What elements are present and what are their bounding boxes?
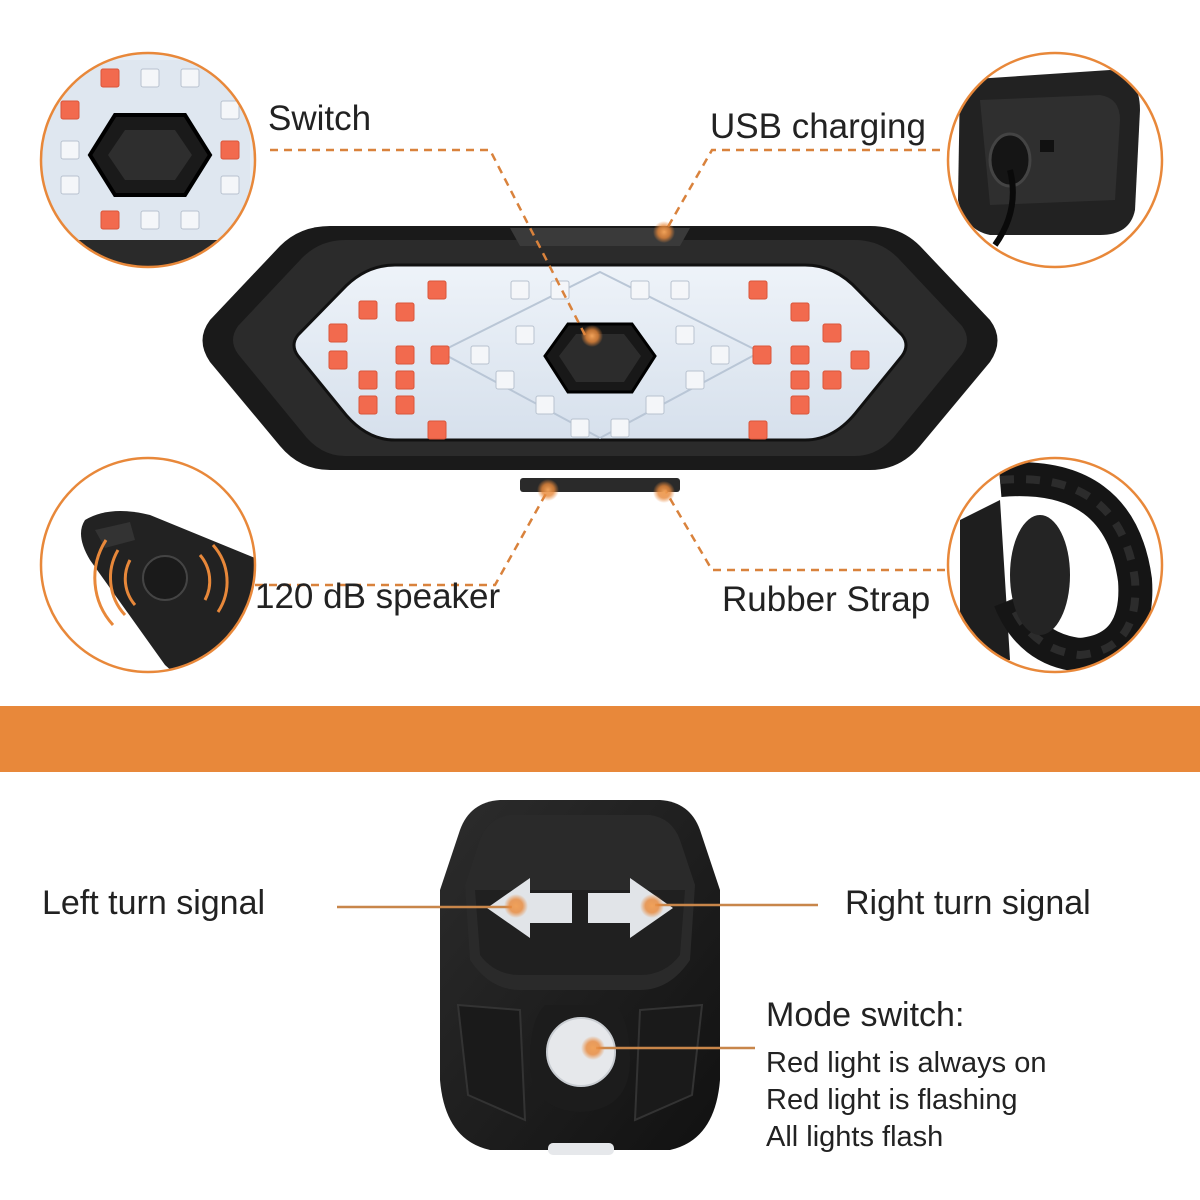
led [60,175,80,195]
led [328,350,348,370]
led [60,140,80,160]
strap-hotspot [653,481,675,503]
led [670,280,690,300]
speaker-detail-circle [39,456,257,674]
led [630,280,650,300]
rubber-strap-label: Rubber Strap [722,580,931,619]
speaker-leader-line [255,489,550,587]
led [685,370,705,390]
remote-control [440,800,720,1155]
strap-leader-line [663,489,945,572]
led [790,302,810,322]
strap-detail-circle [946,456,1164,674]
led [570,418,590,438]
led [752,345,772,365]
led [470,345,490,365]
remote-leader-lines [337,903,818,1050]
led [220,175,240,195]
mode-item: Red light is flashing [766,1084,1018,1116]
led [675,325,695,345]
speaker-hotspot [537,479,559,501]
mode-switch-title: Mode switch: [766,996,965,1034]
led [100,210,120,230]
led [535,395,555,415]
led [510,280,530,300]
led [395,395,415,415]
usb-charging-label: USB charging [710,107,926,146]
led [790,395,810,415]
mode-hotspot [581,1036,605,1060]
right-turn-label: Right turn signal [845,884,1091,922]
led [220,100,240,120]
divider-band [0,706,1200,772]
right-arrow-button [588,878,673,938]
led [610,418,630,438]
left-arrow-hotspot [504,894,528,918]
led [358,300,378,320]
mode-button [546,1017,616,1087]
led [427,280,447,300]
led [748,280,768,300]
led-array [328,280,870,440]
led [395,302,415,322]
usb-leader-line [663,148,940,233]
led [790,370,810,390]
mode-item: Red light is always on [766,1047,1047,1079]
led [60,100,80,120]
led [100,68,120,88]
switch-detail-circle [39,51,257,269]
led [645,395,665,415]
led [748,420,768,440]
led [427,420,447,440]
led [328,323,348,343]
led [495,370,515,390]
led [180,210,200,230]
left-arrow-button [487,878,572,938]
led [140,68,160,88]
led [140,210,160,230]
leader-lines [255,148,945,587]
switch-label: Switch [268,99,372,138]
led [710,345,730,365]
led [395,370,415,390]
led [515,325,535,345]
speaker-label: 120 dB speaker [255,577,501,616]
led [220,140,240,160]
mode-switch-block: Mode switch: Red light is always on Red … [766,996,1046,1156]
tail-light [202,226,998,492]
usb-hotspot [653,221,675,243]
led [822,370,842,390]
usb-detail-circle [946,51,1164,269]
switch-leader-line [270,148,587,336]
led [358,370,378,390]
led [790,345,810,365]
led [850,350,870,370]
led [395,345,415,365]
led [358,395,378,415]
led [180,68,200,88]
right-arrow-hotspot [640,894,664,918]
switch-hotspot [581,325,603,347]
led [822,323,842,343]
led [430,345,450,365]
left-turn-label: Left turn signal [42,884,266,922]
mode-item: All lights flash [766,1121,944,1153]
